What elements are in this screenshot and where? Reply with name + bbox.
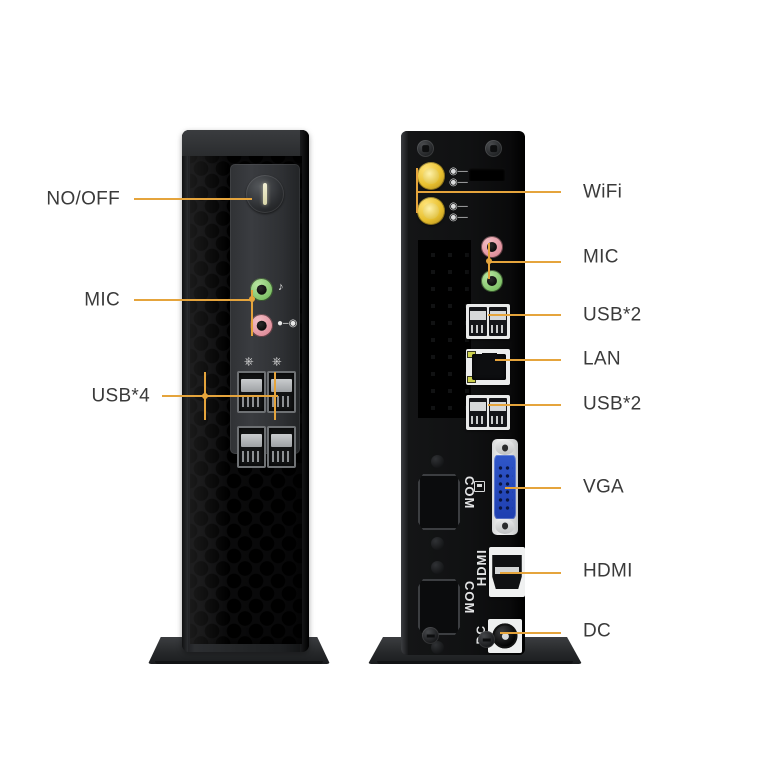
- com-label-lower: COM: [462, 581, 477, 615]
- usb-port-rear-1[interactable]: [469, 307, 487, 336]
- usb-port-rear-3[interactable]: [469, 398, 487, 427]
- callout-label-usb-bottom: USB*2: [583, 393, 642, 415]
- leader-line-mic-front: [134, 299, 252, 301]
- leader-line-wifi-vertical: [416, 168, 418, 213]
- power-button[interactable]: [246, 175, 284, 213]
- callout-label-mic-front: MIC: [84, 289, 120, 311]
- com-port-blank-lower: [418, 579, 460, 635]
- callout-label-power: NO/OFF: [46, 188, 120, 210]
- leader-line-usb-top: [488, 314, 561, 316]
- callout-label-usb-top: USB*2: [583, 304, 642, 326]
- com-screw-4: [431, 641, 444, 654]
- power-indicator-light: [263, 183, 267, 205]
- usb-port-front-1[interactable]: [237, 371, 266, 413]
- leader-line-lan: [495, 359, 561, 361]
- wifi-antenna-connector-2[interactable]: [417, 197, 445, 225]
- headphone-jack[interactable]: [250, 278, 273, 301]
- callout-label-vga: VGA: [583, 476, 625, 498]
- com-label-upper: COM: [462, 476, 477, 510]
- microphone-jack[interactable]: [481, 236, 503, 258]
- usb-port-front-2[interactable]: [267, 371, 296, 413]
- leader-line-power: [134, 198, 252, 200]
- callout-label-hdmi: HDMI: [583, 560, 633, 582]
- dc-barrel-socket: [492, 623, 518, 649]
- leader-line-hdmi: [500, 572, 561, 574]
- chassis-screw-bottom-right: [478, 631, 495, 648]
- chassis-top-cap: [182, 130, 309, 156]
- leader-line-wifi: [417, 191, 561, 193]
- hdmi-label: HDMI: [474, 549, 489, 587]
- wifi-symbol-icon: ◉—◉—: [449, 166, 468, 188]
- rj45-socket: [472, 353, 507, 380]
- usb-port-rear-2[interactable]: [489, 307, 507, 336]
- usb-port-front-4[interactable]: [267, 426, 296, 468]
- headphone-jack[interactable]: [481, 270, 503, 292]
- usb-pair-top[interactable]: [466, 304, 510, 339]
- chassis-screw-top-right: [485, 140, 502, 157]
- front-unit-chassis: ♪ ●–◉ ⎈ ⎈: [182, 130, 309, 652]
- rear-unit-chassis: ◉—◉— ◉—◉—: [401, 131, 525, 655]
- leader-dot-usb4: [202, 393, 208, 399]
- callout-label-mic-rear: MIC: [583, 246, 619, 268]
- com-screw-1: [431, 455, 444, 468]
- com-screw-3: [431, 561, 444, 574]
- callout-label-lan: LAN: [583, 348, 621, 370]
- vga-screw-top: [495, 439, 515, 456]
- vga-screw-bottom: [495, 518, 515, 535]
- microphone-jack[interactable]: [250, 314, 273, 337]
- wifi-antenna-connector-1[interactable]: [417, 162, 445, 190]
- rear-grid-vent: [418, 240, 471, 418]
- chassis-left-edge: [182, 130, 188, 652]
- jack-hole: [486, 241, 498, 253]
- leader-line-vga: [505, 487, 561, 489]
- callout-label-usb4: USB*4: [91, 385, 150, 407]
- usb-port-rear-4[interactable]: [489, 398, 507, 427]
- jack-hole: [256, 284, 267, 295]
- leader-line-usb4-bridge: [204, 395, 276, 397]
- lan-port[interactable]: [466, 349, 510, 385]
- top-vent-slot: [469, 168, 505, 181]
- com-screw-2: [431, 537, 444, 550]
- vga-symbol-icon: [474, 481, 485, 492]
- callout-label-wifi: WiFi: [583, 181, 623, 203]
- chassis-right-edge: [300, 130, 309, 652]
- microphone-icon: ●–◉: [277, 318, 298, 329]
- leader-line-mic-rear: [488, 261, 561, 263]
- usb-pair-bottom[interactable]: [466, 395, 510, 430]
- chassis-left-edge: [401, 131, 408, 655]
- chassis-screw-bottom-left: [422, 627, 439, 644]
- leader-line-mic-front-vertical: [251, 290, 253, 336]
- leader-dot-mic-rear: [486, 258, 492, 264]
- chassis-screw-top-left: [417, 140, 434, 157]
- callout-label-dc: DC: [583, 620, 612, 642]
- leader-line-usb-bottom: [488, 404, 561, 406]
- usb-symbol-icon: ⎈: [272, 354, 282, 368]
- usb-port-front-3[interactable]: [237, 426, 266, 468]
- jack-hole: [486, 275, 498, 287]
- leader-dot-mic-front: [249, 296, 255, 302]
- usb-symbol-icon: ⎈: [244, 354, 254, 368]
- leader-line-dc: [500, 632, 561, 634]
- dc-power-port[interactable]: [488, 619, 522, 653]
- com-port-blank-upper: [418, 474, 460, 530]
- jack-hole: [256, 320, 267, 331]
- wifi-symbol-icon: ◉—◉—: [449, 201, 468, 223]
- headphone-icon: ♪: [278, 281, 284, 293]
